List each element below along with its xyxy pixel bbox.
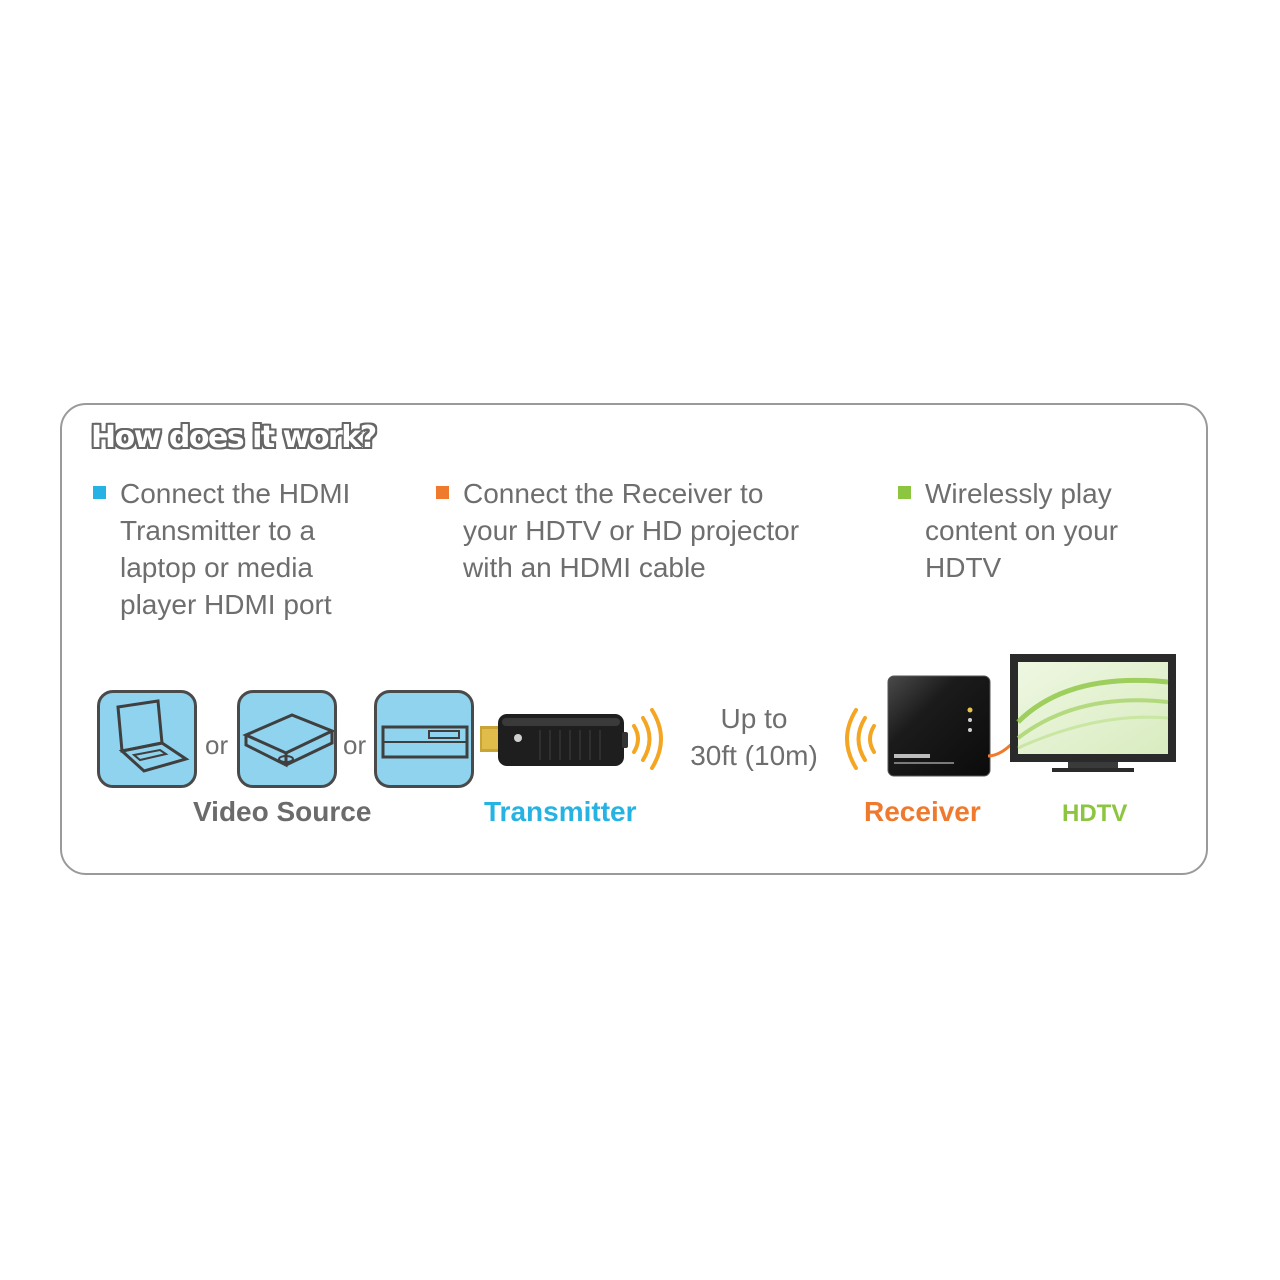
- receiver-label: Receiver: [864, 796, 981, 827]
- step-bullet-green: [898, 486, 911, 499]
- step-connect-receiver: Connect the Receiver to your HDTV or HD …: [436, 475, 863, 586]
- set-top-box-icon: [374, 690, 474, 788]
- or-connector: or: [205, 730, 229, 760]
- laptop-icon: [97, 690, 197, 788]
- hdtv-icon: [1010, 654, 1176, 772]
- range-text: Up to 30ft (10m): [684, 700, 824, 774]
- receiver-box-icon: [887, 675, 991, 777]
- how-it-works-panel: [60, 403, 1208, 875]
- range-line-1: Up to: [720, 703, 788, 734]
- wireless-signal-icon: [845, 708, 876, 770]
- transmitter-dongle-icon: [480, 714, 628, 766]
- video-source-label: Video Source: [193, 796, 372, 827]
- wireless-signal-icon: [632, 708, 663, 770]
- or-connector: or: [343, 730, 367, 760]
- step-bullet-orange: [436, 486, 449, 499]
- transmitter-label: Transmitter: [484, 796, 637, 827]
- step-text: Wirelessly play content on your HDTV: [925, 478, 1119, 583]
- page-title: How does it work?: [91, 420, 377, 455]
- dvd-player-icon: [237, 690, 337, 788]
- hdtv-label: HDTV: [1062, 800, 1128, 827]
- step-wireless-play: Wirelessly play content on your HDTV: [898, 475, 1185, 586]
- step-connect-transmitter: Connect the HDMI Transmitter to a laptop…: [93, 475, 410, 623]
- step-bullet-blue: [93, 486, 106, 499]
- step-text: Connect the Receiver to your HDTV or HD …: [463, 478, 800, 583]
- range-line-2: 30ft (10m): [690, 740, 818, 771]
- step-text: Connect the HDMI Transmitter to a laptop…: [120, 478, 351, 620]
